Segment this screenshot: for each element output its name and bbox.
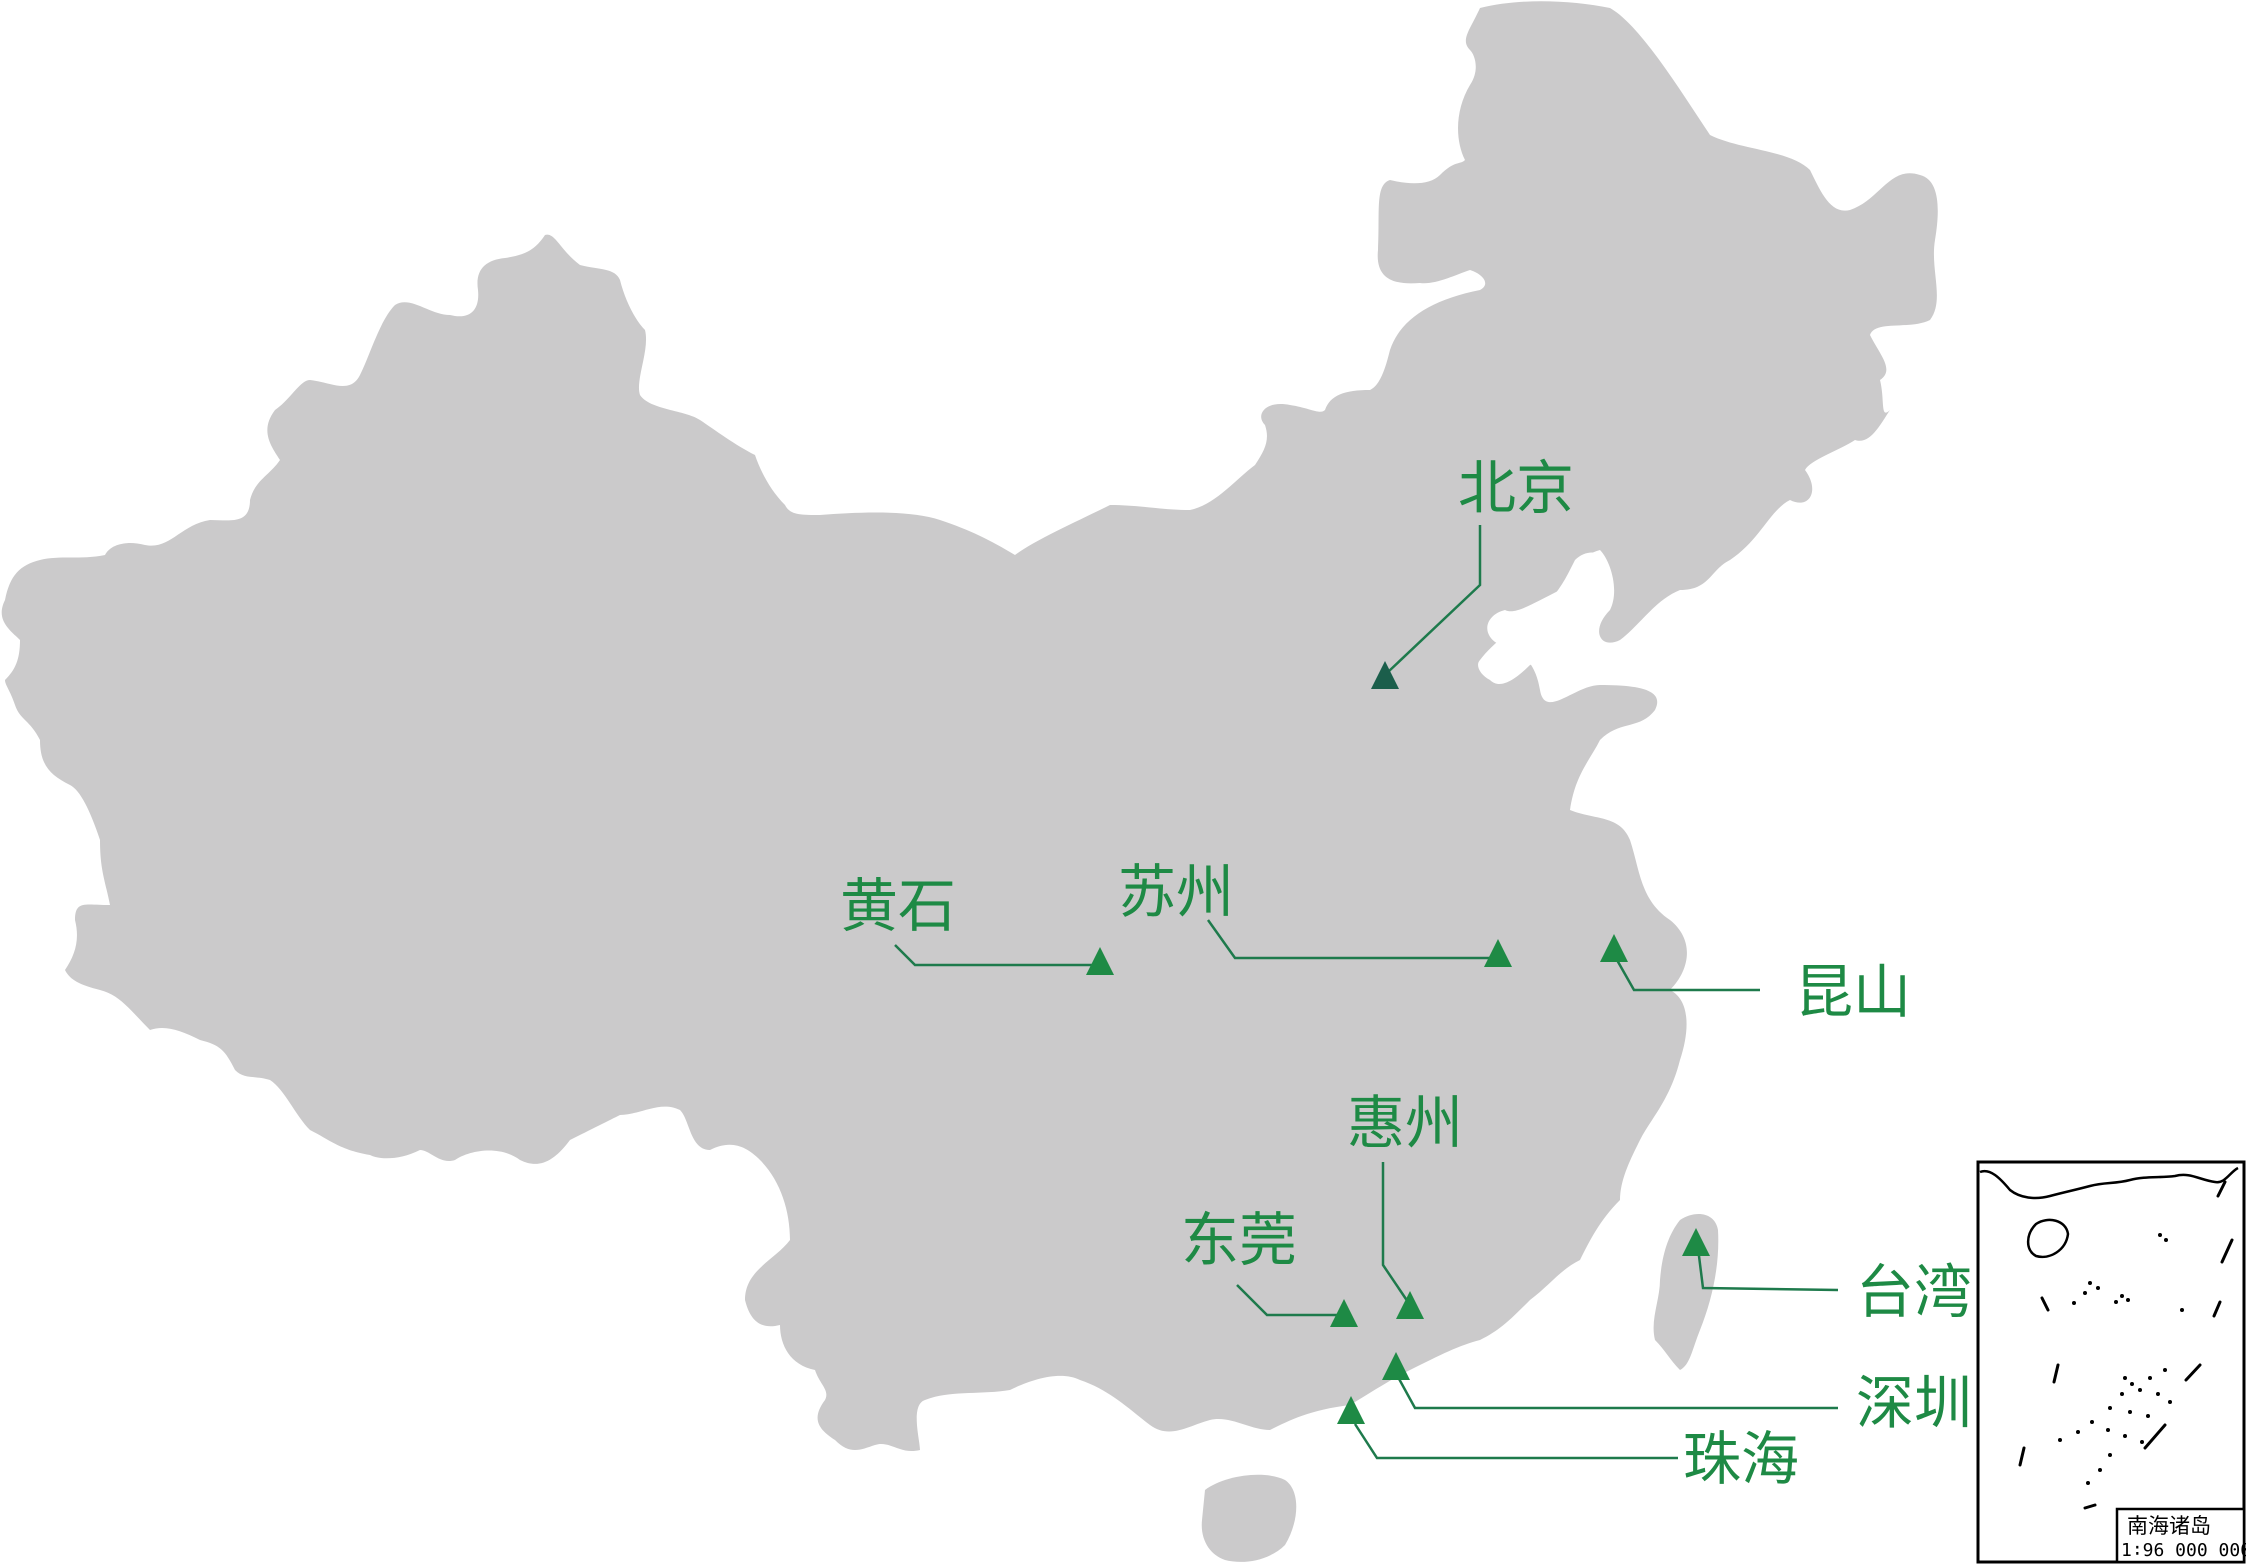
marker-beijing-icon[interactable] [1371,661,1399,689]
marker-suzhou-icon[interactable] [1484,939,1512,967]
marker-dongguan-icon[interactable] [1330,1299,1358,1327]
leader-suzhou [1206,919,1495,960]
marker-huangshi-icon[interactable] [1086,947,1114,975]
inset-hainan [2026,1218,2070,1259]
mainland-shape [1,1,1938,1452]
inset-caption-box [2115,1507,2246,1564]
marker-kunshan-icon[interactable] [1600,934,1628,962]
leader-huangshi [894,944,1095,967]
label-kunshan: 昆山 [1795,958,1911,1026]
leader-zhuhai [1353,1423,1678,1460]
label-zhuhai: 珠海 [1683,1425,1799,1493]
label-suzhou: 苏州 [1118,858,1234,926]
leader-huizhou [1381,1162,1410,1303]
labels: 北京 黄石 苏州 昆山 惠州 东莞 台湾 深圳 珠海 [840,454,1972,1493]
leader-shenzhen [1396,1376,1838,1410]
inset-scale: 1∶96 000 000 [2121,1540,2246,1561]
leader-dongguan [1236,1284,1340,1317]
taiwan-shape [1653,1214,1719,1370]
leader-kunshan [1615,959,1760,992]
marker-taiwan-icon[interactable] [1682,1228,1710,1256]
marker-huizhou-icon[interactable] [1396,1291,1424,1319]
label-huangshi: 黄石 [840,872,956,940]
markers [1086,661,1710,1424]
label-shenzhen: 深圳 [1856,1369,1972,1437]
inset-coastline [1979,1166,2239,1200]
label-dongguan: 东莞 [1181,1206,1297,1274]
leader-beijing [1387,525,1482,673]
south-china-sea-inset: 南海诸岛 1∶96 000 000 [1976,1160,2246,1564]
hainan-shape [1201,1474,1297,1562]
inset-frame [1976,1160,2246,1564]
inset-islands [2058,1233,2184,1485]
inset-caption: 南海诸岛 [2127,1514,2211,1538]
label-beijing: 北京 [1458,454,1574,522]
marker-shenzhen-icon[interactable] [1382,1352,1410,1380]
leader-lines [894,525,1839,1460]
inset-boundary-dashes [2018,1180,2234,1510]
bohai-sea [1478,552,1607,685]
label-huizhou: 惠州 [1347,1089,1463,1157]
label-taiwan: 台湾 [1856,1258,1972,1326]
marker-zhuhai-icon[interactable] [1337,1396,1365,1424]
